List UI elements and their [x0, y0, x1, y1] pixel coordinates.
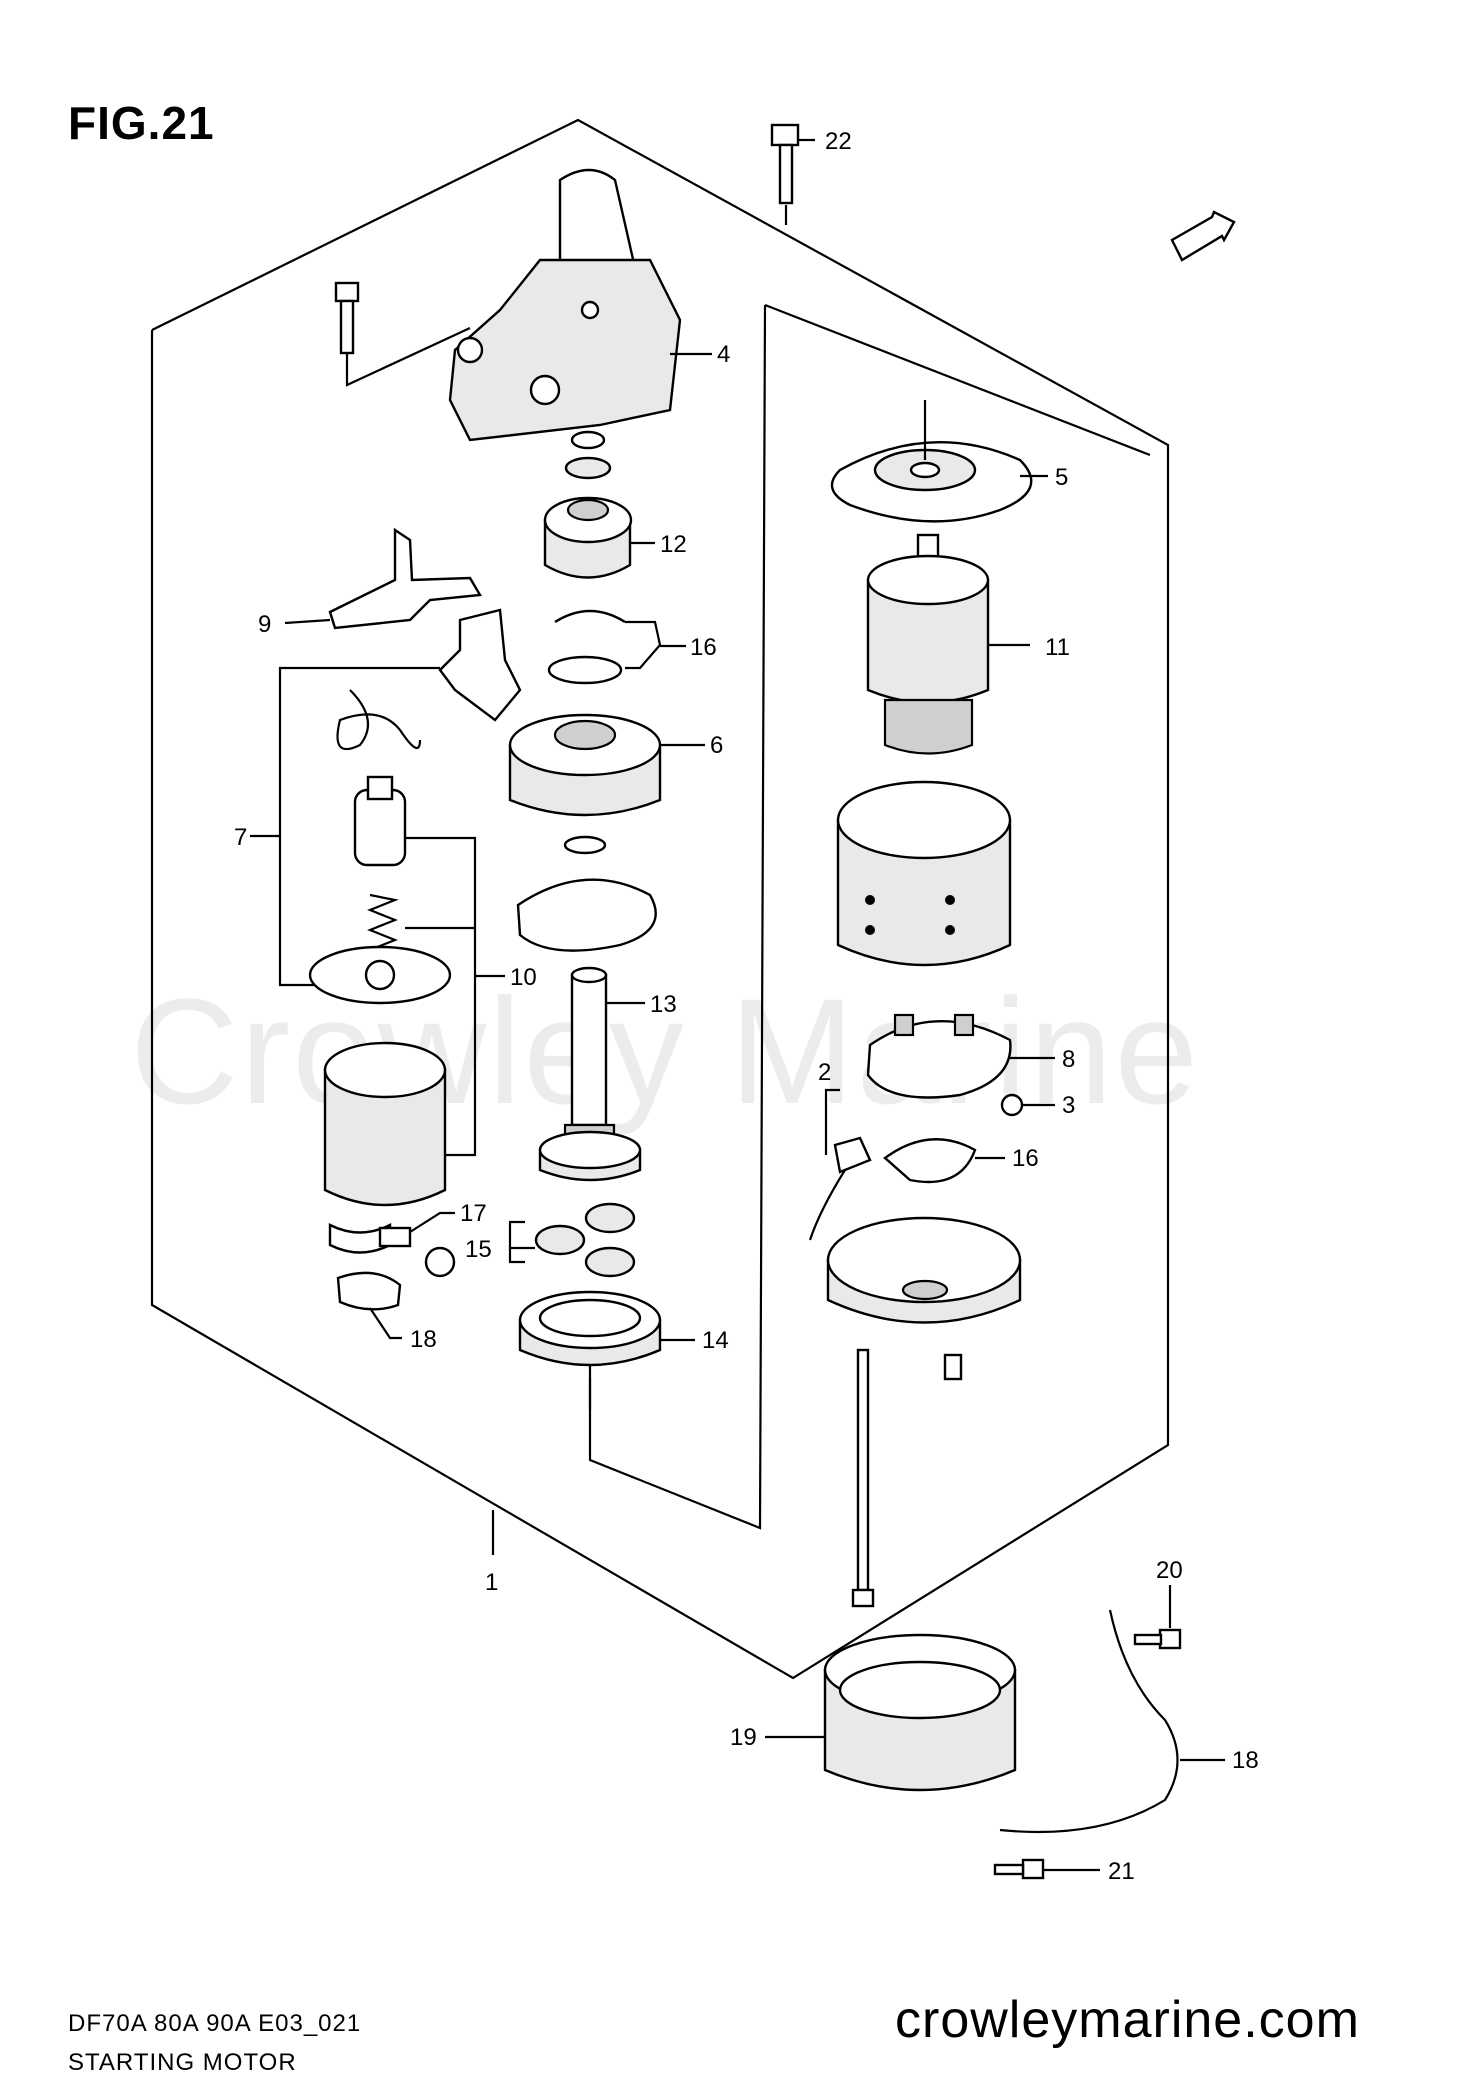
part-19-strap	[999, 1609, 1225, 1834]
callout-10: 10	[510, 964, 537, 991]
callout-20: 19	[730, 1724, 757, 1751]
part-10-plunger-group	[308, 775, 505, 1207]
part-18-clip	[336, 1271, 402, 1340]
part-4-solenoid	[448, 168, 712, 442]
part-12-pinion	[543, 430, 655, 579]
part-6-housing	[508, 713, 705, 817]
callout-22: 21	[1108, 1858, 1135, 1885]
callout-9: 9	[258, 611, 271, 638]
callout-2: 2	[818, 1059, 831, 1086]
callout-5: 5	[1055, 464, 1068, 491]
callout-11: 11	[1045, 634, 1070, 661]
callout-4: 4	[717, 341, 730, 368]
callout-6: 6	[710, 732, 723, 759]
part-through-bolt	[851, 1348, 875, 1608]
callout-3: 3	[1062, 1092, 1075, 1119]
part-end-cover	[826, 1216, 1022, 1381]
callout-8: 8	[1062, 1046, 1075, 1073]
callout-17: 17	[460, 1200, 487, 1227]
part-16-plate-lower	[883, 1138, 1005, 1184]
callout-21: 20	[1156, 1557, 1183, 1584]
fwd-arrow-icon	[1170, 210, 1236, 262]
callout-23: 22	[825, 128, 852, 155]
part-23-bolt	[770, 123, 815, 225]
callout-15: 15	[465, 1236, 492, 1263]
part-20-band	[765, 1633, 1017, 1792]
part-16-clips	[547, 609, 686, 685]
assembly-outline	[150, 118, 1170, 1680]
part-14-ring-gear	[518, 1290, 695, 1410]
callout-1: 1	[485, 1569, 498, 1596]
part-21-bolt	[1133, 1585, 1182, 1650]
model-code: DF70A 80A 90A E03_021	[68, 2010, 362, 2037]
part-8-brush-holder	[866, 1013, 1055, 1099]
part-bolt-left	[334, 281, 471, 387]
callout-18: 18	[410, 1326, 437, 1353]
callout-12: 12	[660, 531, 687, 558]
part-2-lead	[808, 1088, 872, 1241]
website-link[interactable]: crowleymarine.com	[895, 1991, 1360, 2049]
callout-16-lower: 16	[1012, 1145, 1039, 1172]
callout-7: 7	[234, 824, 247, 851]
part-seal-ring	[516, 835, 657, 952]
figure-subtitle: STARTING MOTOR	[68, 2049, 297, 2076]
callout-14: 14	[702, 1327, 729, 1354]
part-5-plate	[830, 400, 1048, 523]
part-15-gears	[508, 1202, 636, 1278]
part-17-terminal	[328, 1211, 456, 1278]
part-9-lever	[284, 527, 482, 630]
callout-19: 18	[1232, 1747, 1259, 1774]
callout-16-upper: 16	[690, 634, 717, 661]
part-yoke	[836, 780, 1012, 967]
part-11-armature	[866, 533, 1030, 755]
callout-13: 13	[650, 991, 677, 1018]
part-3-nut	[1000, 1093, 1055, 1117]
part-13-shaft	[538, 966, 645, 1182]
figure-title: FIG.21	[68, 97, 215, 149]
part-22-bolt	[993, 1858, 1100, 1880]
